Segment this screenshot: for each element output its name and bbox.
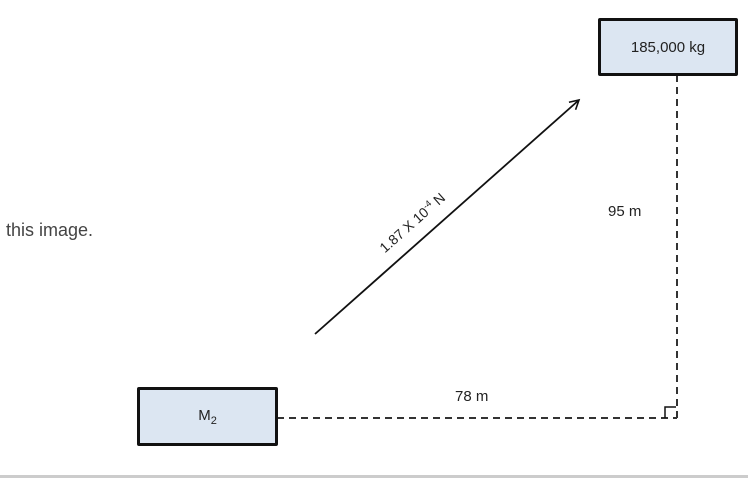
right-angle-marker <box>664 406 676 418</box>
mass2-box: M2 <box>137 387 278 446</box>
vertical-distance-label: 95 m <box>608 203 642 220</box>
force-arrow <box>314 98 581 335</box>
mass1-box: 185,000 kg <box>598 18 738 76</box>
mass2-subscript: 2 <box>210 414 217 427</box>
mass2-label: M2 <box>198 407 217 427</box>
side-text: this image. <box>6 220 94 240</box>
mass2-symbol: M <box>198 406 211 424</box>
mass1-label: 185,000 kg <box>630 38 706 56</box>
bottom-divider <box>0 475 748 478</box>
horizontal-distance-label: 78 m <box>455 388 489 405</box>
